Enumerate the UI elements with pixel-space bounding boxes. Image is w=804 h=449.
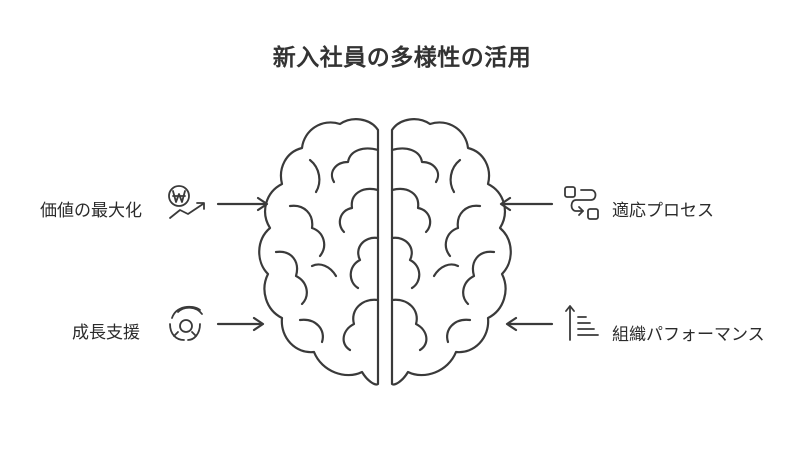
arrow-value-to-brain bbox=[216, 196, 269, 212]
arrow-process-to-brain bbox=[499, 196, 554, 212]
growth-support-hands-icon bbox=[169, 305, 203, 341]
label-growth-support: 成長支援 bbox=[72, 323, 140, 343]
arrow-growth-to-brain bbox=[216, 316, 265, 332]
process-flow-icon bbox=[564, 186, 599, 220]
label-value-maximization: 価値の最大化 bbox=[40, 201, 142, 221]
label-adaptation-process: 適応プロセス bbox=[612, 201, 714, 221]
performance-list-icon bbox=[565, 305, 599, 341]
page-title: 新入社員の多様性の活用 bbox=[272, 45, 532, 71]
value-coin-icon bbox=[168, 185, 205, 219]
label-organizational-performance: 組織パフォーマンス bbox=[612, 325, 765, 345]
arrow-performance-to-brain bbox=[505, 316, 554, 332]
brain-icon bbox=[258, 118, 512, 386]
